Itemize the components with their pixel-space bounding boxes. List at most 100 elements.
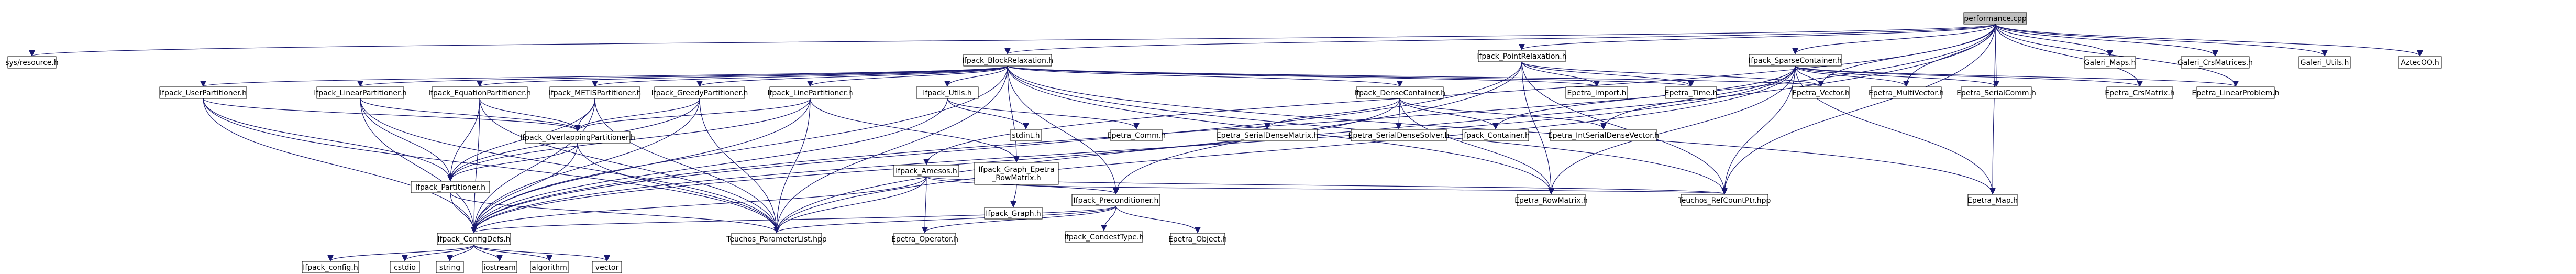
node-ifpack-partitioner[interactable]: Ifpack_Partitioner.h <box>411 181 490 193</box>
node-root: performance.cpp <box>1963 12 2027 25</box>
edge-ifpack_amesos-to-ifpack_configdefs <box>474 176 927 233</box>
edge-sparse_container-to-epetra_multivector <box>1795 65 1906 87</box>
node-label: Ifpack_Container.h <box>1462 131 1530 140</box>
node-label: Galeri_Utils.h <box>2301 59 2349 67</box>
edge-root-to-galeri_utils <box>1995 24 2325 57</box>
node-box <box>525 131 631 144</box>
node-epetra-operator[interactable]: Epetra_Operator.h <box>891 233 958 245</box>
edge-graph_epetra_rowmatrix-to-teuchos_rcp <box>1016 184 1724 194</box>
edge-equation_part-to-overlap_part <box>479 98 578 131</box>
edge-root-to-point_relax <box>1522 24 1996 50</box>
node-box <box>2196 86 2275 99</box>
node-epetra-object[interactable]: Epetra_Object.h <box>1168 233 1227 245</box>
edge-block_relax-to-line_part <box>810 65 1008 87</box>
node-aztec[interactable]: AztecOO.h <box>2398 56 2442 69</box>
edge-ifpack_configdefs-to-vector <box>473 244 607 261</box>
node-metis-part[interactable]: Ifpack_METISPartitioner.h <box>549 86 642 99</box>
node-ifpack-amesos[interactable]: Ifpack_Amesos.h <box>893 165 959 177</box>
node-galeri-maps[interactable]: Galeri_Maps.h <box>2084 56 2136 69</box>
node-point-relax[interactable]: Ifpack_PointRelaxation.h <box>1477 50 1567 62</box>
edge-block_relax-to-dense_container <box>1007 65 1400 87</box>
node-equation-part[interactable]: Ifpack_EquationPartitioner.h <box>428 86 531 99</box>
edge-sparse_container-to-ifpack_container <box>1496 65 1796 129</box>
edge-ifpack_configdefs-to-algorithm <box>473 244 549 261</box>
node-string[interactable]: string <box>436 261 464 273</box>
edge-sparse_container-to-epetra_serialcomm <box>1795 65 1996 87</box>
node-box <box>1665 86 1717 99</box>
edge-block_relax-to-epetra_time <box>1007 65 1691 87</box>
node-galeri-utils[interactable]: Galeri_Utils.h <box>2298 56 2351 69</box>
node-ifpack-configdefs[interactable]: Ifpack_ConfigDefs.h <box>437 233 511 245</box>
node-label: Ifpack_EquationPartitioner.h <box>428 89 531 97</box>
node-label: Epetra_LinearProblem.h <box>2192 89 2279 97</box>
node-epetra-time[interactable]: Epetra_Time.h <box>1665 86 1718 99</box>
node-box <box>411 181 490 193</box>
node-graph-epetra-rowmatrix[interactable]: Ifpack_Graph_Epetra_RowMatrix.h <box>974 162 1059 185</box>
node-iostream[interactable]: iostream <box>482 261 517 273</box>
edge-root-to-epetra_linearproblem <box>1995 24 2236 86</box>
node-epetra-crsmatrix[interactable]: Epetra_CrsMatrix.h <box>2105 86 2175 99</box>
node-greedy-part[interactable]: Ifpack_GreedyPartitioner.h <box>651 86 748 99</box>
node-stdint[interactable]: stdint.h <box>1010 129 1042 141</box>
node-box <box>1967 194 2018 206</box>
node-dense-container[interactable]: Ifpack_DenseContainer.h <box>1354 86 1445 99</box>
node-label: Ifpack_Preconditioner.h <box>1074 196 1159 205</box>
edge-ifpack_amesos-to-ifpack_preconditioner <box>926 176 1116 194</box>
node-ifpack-config[interactable]: Ifpack_config.h <box>302 261 359 273</box>
node-epetra-linearproblem[interactable]: Epetra_LinearProblem.h <box>2192 86 2280 99</box>
node-teuchos-paramlist[interactable]: Teuchos_ParameterList.hpp <box>726 233 827 245</box>
node-overlap-part[interactable]: Ifpack_OverlappingPartitioner.h <box>520 131 635 144</box>
node-epetra-multivector[interactable]: Epetra_MultiVector.h <box>1869 86 1944 99</box>
node-label: AztecOO.h <box>2401 59 2439 67</box>
edge-root-to-block_relax <box>1008 24 1996 54</box>
node-epetra-comm[interactable]: Epetra_Comm.h <box>1107 129 1166 141</box>
node-ifpack-preconditioner[interactable]: Ifpack_Preconditioner.h <box>1071 194 1160 206</box>
node-teuchos-rcp[interactable]: Teuchos_RefCountPtr.hpp <box>1678 194 1771 206</box>
node-block-relax[interactable]: Ifpack_BlockRelaxation.h <box>962 54 1053 67</box>
node-epetra-intserialdensevector[interactable]: Epetra_IntSerialDenseVector.h <box>1548 129 1659 141</box>
node-ifpack-container[interactable]: Ifpack_Container.h <box>1462 129 1530 141</box>
node-ifpack-utils[interactable]: Ifpack_Utils.h <box>916 86 979 99</box>
node-vector[interactable]: vector <box>592 261 622 273</box>
node-epetra-rowmatrix[interactable]: Epetra_RowMatrix.h <box>1514 194 1588 206</box>
node-line-part[interactable]: Ifpack_LinePartitioner.h <box>767 86 853 99</box>
node-sys-resource[interactable]: sys/resource.h <box>5 56 59 69</box>
edge-linear_part-to-ifpack_partitioner <box>360 98 450 181</box>
edge-equation_part-to-ifpack_partitioner <box>450 98 480 181</box>
edge-ifpack_configdefs-to-ifpack_config <box>330 244 474 261</box>
edge-overlap_part-to-ifpack_configdefs <box>474 143 578 233</box>
node-galeri-crs[interactable]: Galeri_CrsMatrices.h <box>2177 56 2253 69</box>
node-label: cstdio <box>394 264 416 272</box>
node-box <box>436 261 464 273</box>
node-label: iostream <box>483 264 516 272</box>
node-epetra-serialdensesolver[interactable]: Epetra_SerialDenseSolver.h <box>1348 129 1450 141</box>
edge-sparse_container-to-epetra_rowmatrix <box>1551 65 1796 194</box>
node-sparse-container[interactable]: Ifpack_SparseContainer.h <box>1749 54 1842 67</box>
node-label: Epetra_Operator.h <box>891 235 958 244</box>
edge-dense_container-to-epetra_rowmatrix <box>1399 98 1551 194</box>
node-label: Galeri_Maps.h <box>2084 59 2136 67</box>
node-linear-part[interactable]: Ifpack_LinearPartitioner.h <box>314 86 407 99</box>
node-label: _RowMatrix.h <box>991 174 1041 182</box>
node-epetra-map[interactable]: Epetra_Map.h <box>1967 194 2018 206</box>
node-ifpack-conditype[interactable]: Ifpack_CondestType.h <box>1064 231 1144 243</box>
edge-ifpack_utils-to-ifpack_configdefs <box>474 98 948 233</box>
node-box <box>984 207 1043 220</box>
node-algorithm[interactable]: algorithm <box>530 261 569 273</box>
node-epetra-vector[interactable]: Epetra_Vector.h <box>1792 86 1850 99</box>
node-label: vector <box>595 264 619 272</box>
node-ifpack-graph[interactable]: Ifpack_Graph.h <box>984 207 1043 220</box>
edge-point_relax-to-epetra_import <box>1521 61 1597 87</box>
node-box <box>7 56 57 69</box>
node-epetra-serialdensematrix[interactable]: Epetra_SerialDenseMatrix.h <box>1217 129 1318 141</box>
file-nodes: performance.cpp sys/resource.h Ifpack_Bloc… <box>5 12 2442 273</box>
node-cstdio[interactable]: cstdio <box>390 261 420 273</box>
node-label: string <box>439 264 460 272</box>
node-epetra-import[interactable]: Epetra_Import.h <box>1565 86 1628 99</box>
node-user-part[interactable]: Ifpack_UserPartitioner.h <box>159 86 247 99</box>
node-box <box>1065 231 1143 243</box>
node-epetra-serialcomm[interactable]: Epetra_SerialComm.h <box>1956 86 2036 99</box>
edge-point_relax-to-epetra_rowmatrix <box>1521 61 1551 194</box>
edge-ifpack_partitioner-to-teuchos_paramlist <box>450 192 777 233</box>
